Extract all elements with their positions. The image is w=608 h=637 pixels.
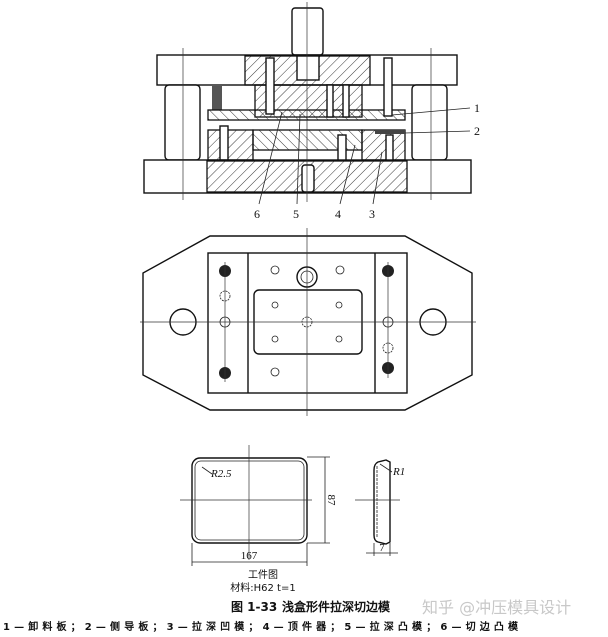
- part-label-1: 1: [474, 101, 480, 115]
- guide-post-right: [411, 84, 448, 161]
- parts-legend: 1—卸料板；2—侧导板；3—拉深凹模；4—顶件器；5—拉深凸模；6—切边凸模: [3, 620, 519, 633]
- plan-view: [140, 228, 476, 416]
- part-label-6: 6: [254, 207, 260, 221]
- side-guide-left: [207, 129, 254, 161]
- part-label-2: 2: [474, 124, 480, 138]
- width-dimension: 167: [241, 550, 258, 562]
- workpiece-drawing: R2.5 87 167 R1 7 工件图 材料:H62 t=1: [180, 445, 405, 594]
- part-label-4: 4: [335, 207, 341, 221]
- section-view: 1 2 3 4 5 6: [143, 2, 480, 221]
- radius-label-r2-5: R2.5: [210, 468, 232, 480]
- part-label-5: 5: [293, 207, 299, 221]
- screw: [219, 125, 229, 161]
- height-dimension: 87: [325, 495, 337, 507]
- radius-label-r1: R1: [392, 466, 405, 478]
- figure-number: 图 1-33: [231, 600, 277, 614]
- figure-title: 浅盒形件拉深切边模: [282, 599, 391, 614]
- side-guide-2: [375, 130, 405, 134]
- rubber-spring: [212, 86, 222, 110]
- watermark: 知乎 @冲压模具设计: [422, 598, 571, 617]
- guide-post-left: [164, 84, 201, 161]
- part-label-3: 3: [369, 207, 375, 221]
- drawing-die-3: [361, 129, 406, 161]
- screw: [265, 57, 275, 115]
- die-shank: [291, 7, 324, 56]
- screw: [383, 57, 393, 117]
- depth-dimension: 7: [379, 542, 385, 554]
- workpiece-material: 材料:H62 t=1: [230, 581, 295, 594]
- workpiece-title: 工件图: [248, 569, 278, 581]
- stripper-plate-1: [207, 109, 406, 121]
